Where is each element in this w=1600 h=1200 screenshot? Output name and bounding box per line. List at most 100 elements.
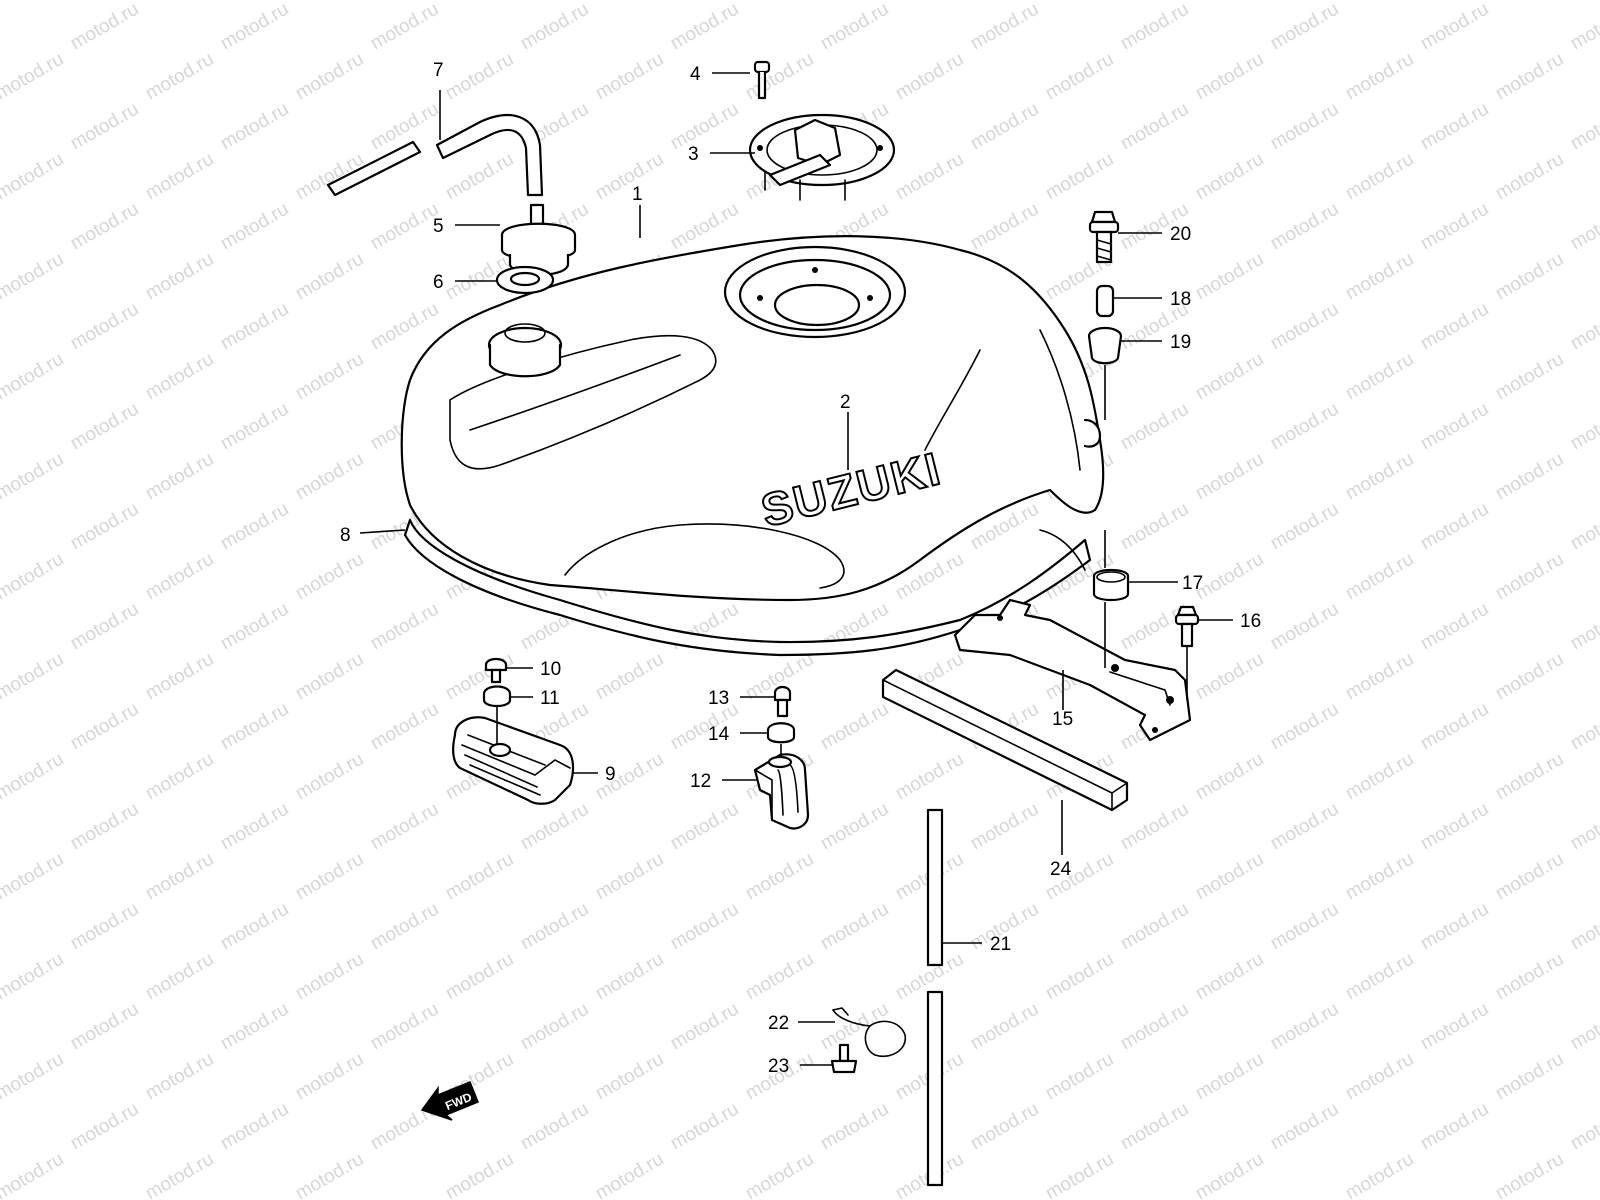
collar [1095,284,1115,318]
watermark-text: motod.ru [667,0,742,54]
watermark-text: motod.ru [1267,499,1342,555]
drain-hose [926,808,944,1187]
watermark-text: motod.ru [67,499,142,555]
callout-16: 16 [1240,611,1261,632]
callout-7: 7 [433,60,444,81]
watermark-text: motod.ru [442,0,517,4]
front-screw [484,657,508,684]
watermark-text: motod.ru [142,649,217,705]
watermark-text: motod.ru [1567,899,1600,955]
watermark-text: motod.ru [1417,399,1492,455]
watermark-text: motod.ru [967,199,1042,255]
watermark-text: motod.ru [742,49,817,105]
watermark-text: motod.ru [1192,249,1267,305]
callouts: 1 2 3 4 5 6 7 8 9 10 11 12 [340,60,1261,1077]
watermark-text: motod.ru [67,0,142,54]
watermark-text: motod.ru [592,49,667,105]
watermark-text: motod.ru [1417,299,1492,355]
watermark-text: motod.ru [1267,99,1342,155]
watermark-text: motod.ru [1342,849,1417,905]
watermark-text: motod.ru [442,49,517,105]
watermark-text: motod.ru [217,999,292,1055]
watermark-text: motod.ru [1342,149,1417,205]
front-cushion [452,716,575,805]
watermark-text: motod.ru [142,849,217,905]
watermark-text: motod.ru [217,899,292,955]
watermark-text: motod.ru [292,49,367,105]
watermark-text: motod.ru [1417,799,1492,855]
watermark-text: motod.ru [67,999,142,1055]
watermark-text: motod.ru [1342,449,1417,505]
watermark-text: motod.ru [0,549,67,605]
bracket-bolt [1174,605,1200,648]
hose-clip [832,1007,906,1057]
watermark-text: motod.ru [1567,0,1600,54]
tank-bracket [953,598,1192,742]
callout-5: 5 [433,216,444,237]
watermark-text: motod.ru [1417,499,1492,555]
watermark-text: motod.ru [1342,949,1417,1005]
watermark-text: motod.ru [1192,749,1267,805]
watermark-text: motod.ru [592,849,667,905]
watermark-text: motod.ru [967,0,1042,54]
callout-12: 12 [690,771,711,792]
watermark-text: motod.ru [1492,549,1567,605]
watermark-text: motod.ru [1192,0,1267,4]
watermark-text: motod.ru [1192,549,1267,605]
watermark-text: motod.ru [142,49,217,105]
watermark-text: motod.ru [1342,349,1417,405]
watermark-text: motod.ru [67,399,142,455]
callout-1: 1 [632,184,643,205]
watermark-text: motod.ru [592,1049,667,1105]
watermark-text: motod.ru [0,149,67,205]
cap-screw [753,60,771,100]
watermark-text: motod.ru [1342,49,1417,105]
watermark-text: motod.ru [0,349,67,405]
hose-clamp [753,753,810,830]
watermark-text: motod.ru [217,0,292,54]
watermark-text: motod.ru [667,899,742,955]
valve-washer [495,265,555,295]
watermark-text: motod.ru [142,1049,217,1105]
watermark-text: motod.ru [1117,799,1192,855]
watermark-text: motod.ru [1267,0,1342,54]
watermark-text: motod.ru [1192,1049,1267,1105]
watermark-text: motod.ru [367,999,442,1055]
clamp-screw [773,685,792,718]
watermark-text: motod.ru [1042,149,1117,205]
watermark-text: motod.ru [742,1149,817,1200]
watermark-text: motod.ru [1117,899,1192,955]
breather-hose [326,114,544,197]
watermark-text: motod.ru [817,799,892,855]
callout-9: 9 [605,764,616,785]
watermark-text: motod.ru [592,0,667,4]
watermark-text: motod.ru [1492,149,1567,205]
watermark-text: motod.ru [0,49,67,105]
watermark-text: motod.ru [1567,399,1600,455]
watermark-text: motod.ru [292,249,367,305]
watermark-text: motod.ru [967,99,1042,155]
watermark-text: motod.ru [1192,349,1267,405]
watermark-text: motod.ru [667,799,742,855]
watermark-text: motod.ru [667,1099,742,1155]
callout-4: 4 [690,64,701,85]
watermark-text: motod.ru [1267,899,1342,955]
watermark-text: motod.ru [892,749,967,805]
watermark-text: motod.ru [367,899,442,955]
callout-8: 8 [340,525,351,546]
watermark-text: motod.ru [817,0,892,54]
fuel-tank [400,235,1105,602]
watermark-text: motod.ru [1492,1149,1567,1200]
watermark-text: motod.ru [1492,849,1567,905]
watermark-text: motod.ru [1267,1099,1342,1155]
watermark-text: motod.ru [1342,249,1417,305]
callout-11: 11 [540,688,560,709]
watermark-text: motod.ru [1492,349,1567,405]
watermark-text: motod.ru [367,199,442,255]
watermark-text: motod.ru [1567,999,1600,1055]
watermark-text: motod.ru [592,749,667,805]
fuel-cap [748,113,896,201]
watermark-text: motod.ru [367,699,442,755]
watermark-text: motod.ru [1567,199,1600,255]
